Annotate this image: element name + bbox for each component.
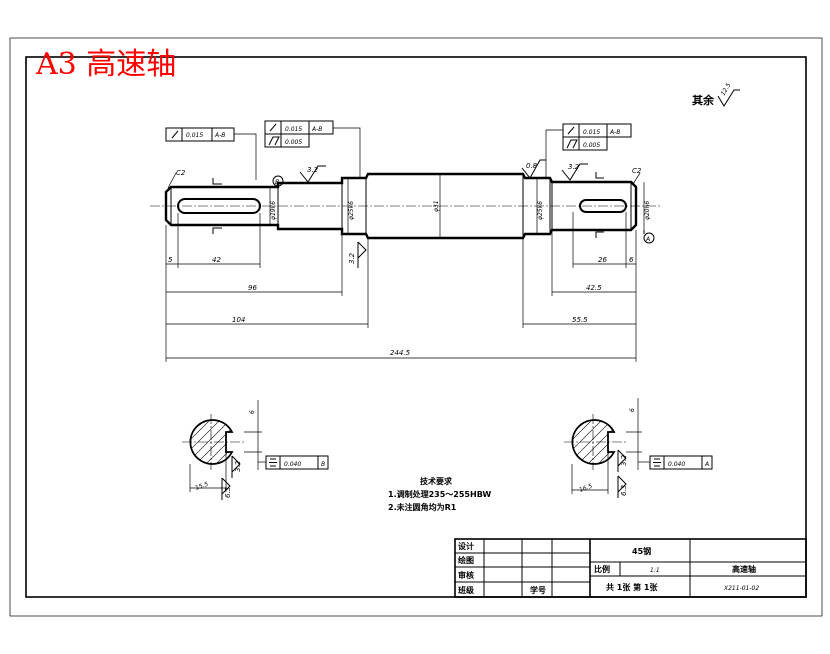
section-right: 16.5 6 3.2 6.3 0.040 A xyxy=(564,398,713,498)
keyway-right xyxy=(579,199,627,213)
dim-96: 96 xyxy=(248,284,257,292)
section-left: 15.5 6 3.2 6.3 0.040 B xyxy=(182,400,329,500)
svg-text:3.2: 3.2 xyxy=(348,252,356,264)
technical-requirements: 技术要求 1.调制处理235～255HBW 2.未注圆角均为R1 xyxy=(388,476,491,512)
diameter-labels: φ19k6 φ25k6 φ31 φ25k6 φ20h6 xyxy=(269,174,651,238)
svg-text:φ25k6: φ25k6 xyxy=(537,201,544,220)
shaft-main-view xyxy=(150,172,660,240)
sec-right-width: 6 xyxy=(629,408,636,412)
tb-drawing-no: X211-01-02 xyxy=(723,585,759,592)
tb-sheets: 共 1张 第 1张 xyxy=(606,582,658,592)
svg-text:B: B xyxy=(321,461,325,468)
svg-text:3.2: 3.2 xyxy=(620,454,628,466)
svg-text:6.3: 6.3 xyxy=(620,485,628,496)
shaft-outline xyxy=(164,172,638,240)
tb-design: 设计 xyxy=(458,541,474,551)
dim-244-5: 244.5 xyxy=(390,349,411,357)
svg-text:φ20h6: φ20h6 xyxy=(644,201,651,220)
dim-26: 26 xyxy=(598,256,607,264)
svg-text:A: A xyxy=(704,461,709,468)
roughness-left-journal: 3.2 xyxy=(348,241,367,268)
svg-text:0.015: 0.015 xyxy=(583,129,600,136)
svg-text:3.2: 3.2 xyxy=(234,460,242,472)
datum-a: A xyxy=(643,230,655,244)
fcf-mid: 0.015 A-B 0.005 xyxy=(264,120,361,178)
svg-text:A-B: A-B xyxy=(214,132,225,139)
svg-text:0.005: 0.005 xyxy=(285,139,302,146)
svg-text:A: A xyxy=(645,236,650,243)
svg-text:0.8: 0.8 xyxy=(526,162,538,170)
svg-text:6.3: 6.3 xyxy=(224,487,232,498)
svg-text:3.2: 3.2 xyxy=(307,166,319,174)
chamfer-right: C2 xyxy=(632,167,642,175)
svg-text:φ31: φ31 xyxy=(433,200,440,212)
title-block: 设计 绘图 审核 班级 学号 45钢 比例 1:1 高速轴 共 1张 第 1张 … xyxy=(454,538,807,598)
sec-right-depth: 16.5 xyxy=(578,483,593,494)
datum-b: B xyxy=(272,175,284,187)
sec-left-width: 6 xyxy=(249,410,256,414)
tb-student-id: 学号 xyxy=(530,585,546,595)
tech-req-line1: 1.调制处理235～255HBW xyxy=(388,489,491,499)
svg-text:0.015: 0.015 xyxy=(285,126,302,133)
svg-text:B: B xyxy=(275,179,279,186)
roughness-left-shoulder: 3.2 xyxy=(299,165,326,183)
tb-check: 审核 xyxy=(458,570,474,580)
tb-scale-value: 1:1 xyxy=(650,567,660,574)
roughness-right-bearing: 0.8 xyxy=(521,159,546,179)
svg-text:φ19k6: φ19k6 xyxy=(270,201,277,220)
svg-text:A-B: A-B xyxy=(609,129,620,136)
tb-scale-label: 比例 xyxy=(594,564,610,574)
dim-6: 6 xyxy=(629,256,634,264)
svg-text:0.040: 0.040 xyxy=(284,461,301,468)
tb-part-name: 高速轴 xyxy=(732,564,756,574)
roughness-symbol-icon xyxy=(717,89,740,107)
svg-text:0.005: 0.005 xyxy=(583,142,600,149)
tb-material: 45钢 xyxy=(632,546,651,556)
fcf-right: 0.015 A-B 0.005 xyxy=(545,123,632,178)
keyway-left xyxy=(177,198,261,214)
fcf-left-runout: 0.015 A-B xyxy=(165,127,257,180)
svg-text:3.2: 3.2 xyxy=(568,163,580,171)
overlay-title: A3 高速轴 xyxy=(35,47,176,82)
outer-border xyxy=(9,37,823,617)
tb-drawing: 绘图 xyxy=(458,555,474,565)
inner-frame xyxy=(25,56,807,598)
dim-104: 104 xyxy=(232,316,245,324)
dim-42-5: 42.5 xyxy=(586,284,602,292)
dim-42: 42 xyxy=(212,256,221,264)
tb-class: 班级 xyxy=(458,585,475,595)
other-roughness-note: 其余 12.5 xyxy=(692,82,740,107)
tech-req-line2: 2.未注圆角均为R1 xyxy=(388,502,457,512)
svg-text:0.040: 0.040 xyxy=(668,461,685,468)
chamfer-left: C2 xyxy=(176,169,186,177)
svg-text:0.015: 0.015 xyxy=(186,132,203,139)
dim-5: 5 xyxy=(168,256,173,264)
sec-left-depth: 15.5 xyxy=(194,481,209,492)
other-roughness-label: 其余 xyxy=(692,93,715,107)
tech-req-title: 技术要求 xyxy=(420,476,453,486)
svg-text:A-B: A-B xyxy=(311,126,322,133)
svg-text:φ25k6: φ25k6 xyxy=(348,201,355,220)
roughness-right-shoulder: 3.2 xyxy=(561,163,588,181)
dim-55-5: 55.5 xyxy=(572,316,588,324)
dimension-lines: 5 42 96 104 244.5 55.5 42.5 26 6 xyxy=(165,212,637,362)
